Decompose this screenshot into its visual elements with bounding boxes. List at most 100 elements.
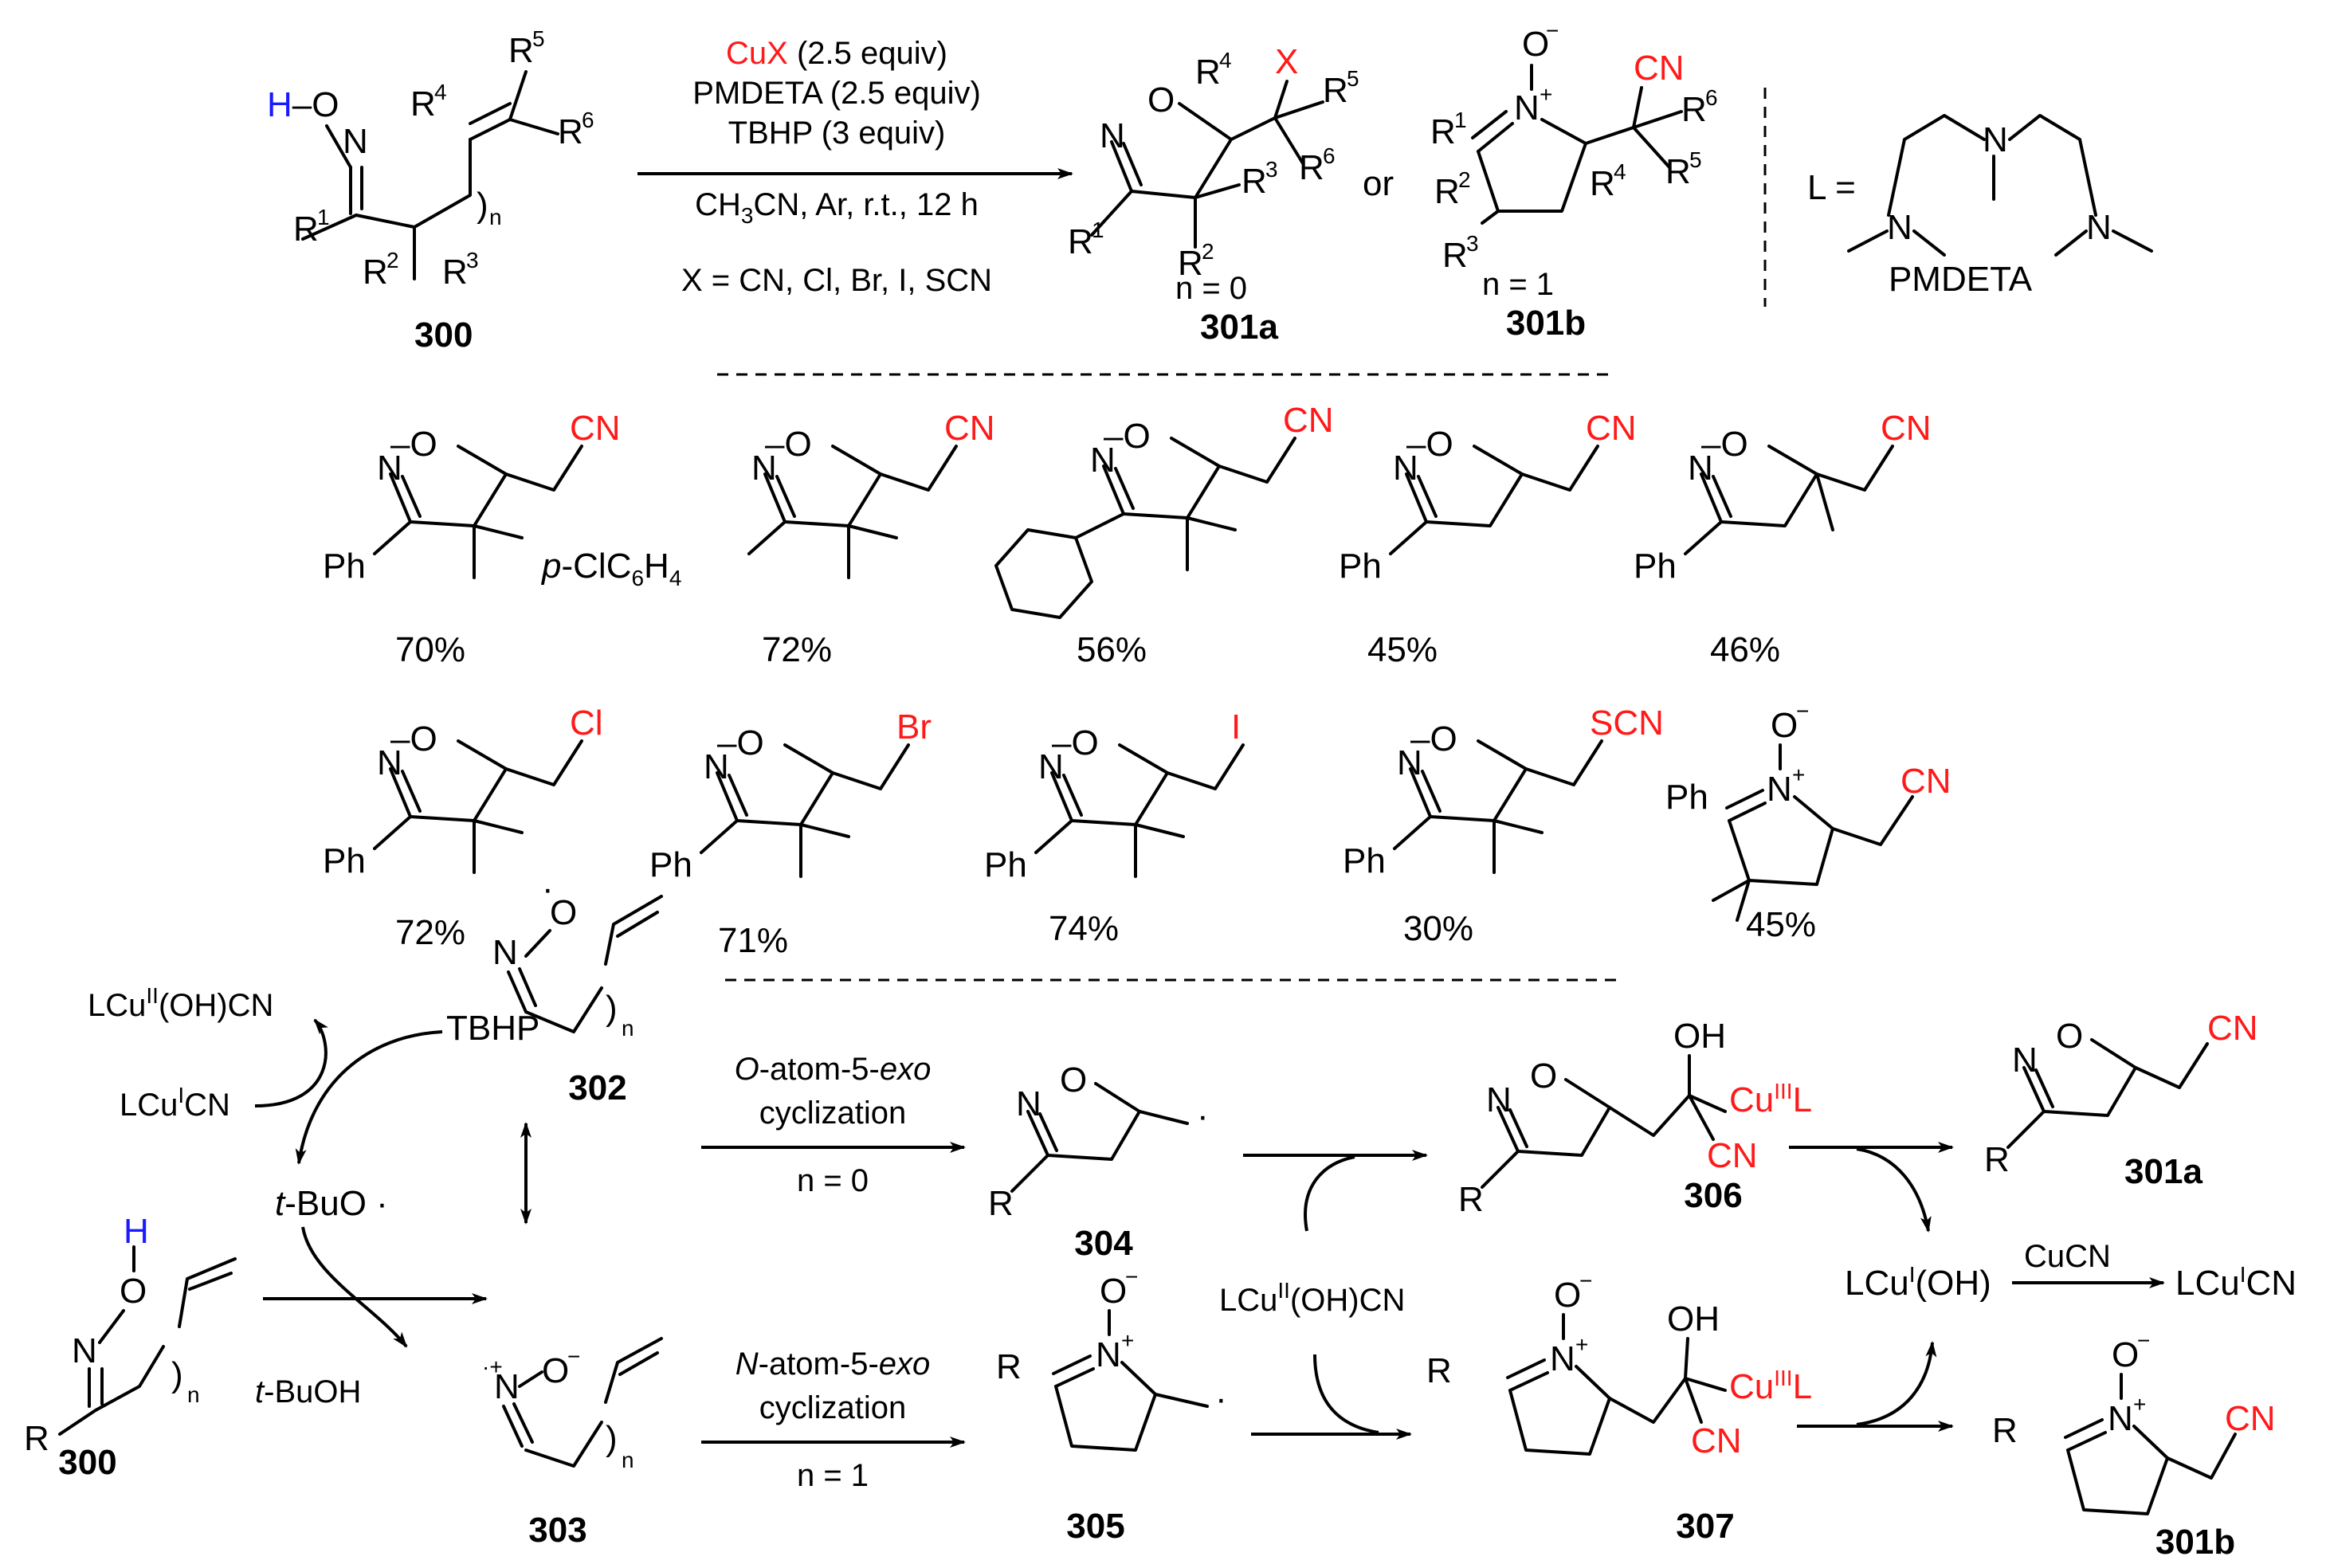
svg-text:6: 6 (1323, 143, 1336, 168)
n-cyclization-3: n = 1 (797, 1458, 869, 1493)
svg-text:N: N (1096, 1335, 1121, 1374)
svg-text:O: O (2112, 1335, 2139, 1374)
svg-text:R: R (442, 253, 468, 292)
example-4-yield: 45% (1367, 630, 1438, 669)
mech-305: 305 (1066, 1507, 1124, 1546)
svg-text:O: O (1771, 706, 1798, 745)
svg-text:): ) (477, 186, 488, 225)
svg-text:−: − (2137, 1328, 2150, 1353)
svg-text:N: N (1090, 441, 1116, 480)
svg-text:R: R (1241, 162, 1267, 201)
svg-text:N: N (492, 933, 518, 972)
svg-text:3: 3 (1466, 231, 1479, 256)
svg-text:+: + (2133, 1392, 2146, 1417)
svg-text:X: X (1275, 42, 1298, 81)
svg-text:–O: –O (1406, 425, 1453, 464)
example-5-group: CN (1881, 409, 1932, 448)
svg-text:−: − (1546, 18, 1559, 43)
svg-text:·: · (1215, 1379, 1227, 1418)
example-7-group: Br (896, 708, 932, 747)
svg-text:5: 5 (1689, 147, 1702, 172)
cux-label: CuX (726, 36, 788, 71)
svg-text:R: R (508, 31, 534, 70)
svg-text:O: O (1530, 1056, 1557, 1096)
svg-text:CN: CN (1691, 1421, 1742, 1460)
svg-text:R: R (558, 112, 583, 151)
svg-text:n: n (187, 1382, 200, 1407)
svg-text:R: R (1195, 53, 1221, 92)
svg-text:O: O (550, 893, 577, 932)
svg-text:O: O (1060, 1060, 1087, 1100)
example-6-aryl: Ph (323, 841, 366, 880)
svg-text:–O: –O (1052, 723, 1099, 762)
svg-text:–O: –O (717, 723, 764, 762)
example-1-group: CN (570, 409, 621, 448)
example-2-yield: 72% (762, 630, 832, 669)
o-cyclization-3: n = 0 (797, 1163, 869, 1198)
svg-text:–O: –O (1410, 719, 1457, 759)
svg-text:R: R (1992, 1411, 2018, 1450)
mech-302: 302 (568, 1068, 626, 1107)
mech-303: 303 (528, 1511, 586, 1550)
svg-text:R: R (24, 1419, 49, 1458)
svg-text:R: R (1178, 244, 1203, 283)
example-2: N–O p-ClC6H4 CN (540, 409, 995, 590)
svg-text:CN: CN (2225, 1399, 2276, 1438)
svg-text:N: N (377, 449, 402, 488)
example-6-yield: 72% (395, 913, 465, 952)
svg-text:−: − (567, 1344, 580, 1369)
svg-text:6: 6 (582, 108, 594, 132)
svg-text:–O: –O (765, 425, 812, 464)
svg-text:n: n (622, 1016, 634, 1041)
svg-text:N: N (1983, 120, 2008, 159)
svg-text:−: − (1579, 1268, 1592, 1293)
svg-text:O: O (1522, 25, 1549, 64)
x-groups-line: X = CN, Cl, Br, I, SCN (681, 263, 992, 298)
svg-text:R: R (1984, 1140, 2010, 1179)
svg-text:N: N (751, 449, 777, 488)
svg-text:N: N (704, 747, 729, 786)
or-text: or (1363, 164, 1394, 203)
product-301a: N O R1 R2 R3 R4 X R5 R6 n = 0 301a (1068, 42, 1359, 347)
example-9-aryl: Ph (1343, 841, 1386, 880)
svg-text:R: R (1665, 152, 1691, 191)
svg-text:OH: OH (1667, 1299, 1720, 1339)
example-6-group: Cl (570, 704, 603, 743)
svg-text:3: 3 (466, 248, 479, 272)
svg-text:R: R (363, 253, 388, 292)
svg-text:CN: CN (1634, 49, 1685, 88)
cucn-label: CuCN (2024, 1239, 2111, 1274)
svg-text:R: R (1442, 236, 1468, 275)
example-5-yield: 46% (1710, 630, 1780, 669)
svg-text:–O: –O (390, 425, 437, 464)
svg-text:+: + (1121, 1328, 1134, 1353)
example-9-yield: 30% (1403, 909, 1473, 948)
svg-text:R: R (410, 84, 436, 123)
example-10-group: CN (1900, 762, 1951, 801)
example-2-group: CN (944, 409, 995, 448)
example-2-aryl: p-ClC6H4 (540, 547, 681, 590)
svg-text:): ) (606, 989, 618, 1028)
svg-text:6: 6 (1705, 85, 1718, 110)
cu-final: LCuICN (2175, 1262, 2297, 1303)
product-a-id: 301a (1200, 308, 1278, 347)
example-1-yield: 70% (395, 630, 465, 669)
example-4-group: CN (1586, 409, 1637, 448)
svg-text:R: R (1458, 1180, 1484, 1219)
svg-text:O: O (1100, 1272, 1127, 1311)
svg-text:–O: –O (390, 719, 437, 759)
mech-304: 304 (1074, 1224, 1133, 1263)
svg-text:−: − (1796, 699, 1809, 723)
svg-text:O: O (120, 1272, 147, 1311)
svg-text:2: 2 (386, 248, 399, 272)
svg-text:N: N (2012, 1041, 2038, 1080)
substrate-id: 300 (414, 316, 473, 355)
example-5-aryl: Ph (1634, 547, 1677, 586)
cu2-species: LCuII(OH)CN (88, 983, 273, 1023)
svg-text:N: N (1038, 747, 1064, 786)
example-9-group: SCN (1590, 704, 1664, 743)
svg-text:2: 2 (1202, 239, 1214, 264)
